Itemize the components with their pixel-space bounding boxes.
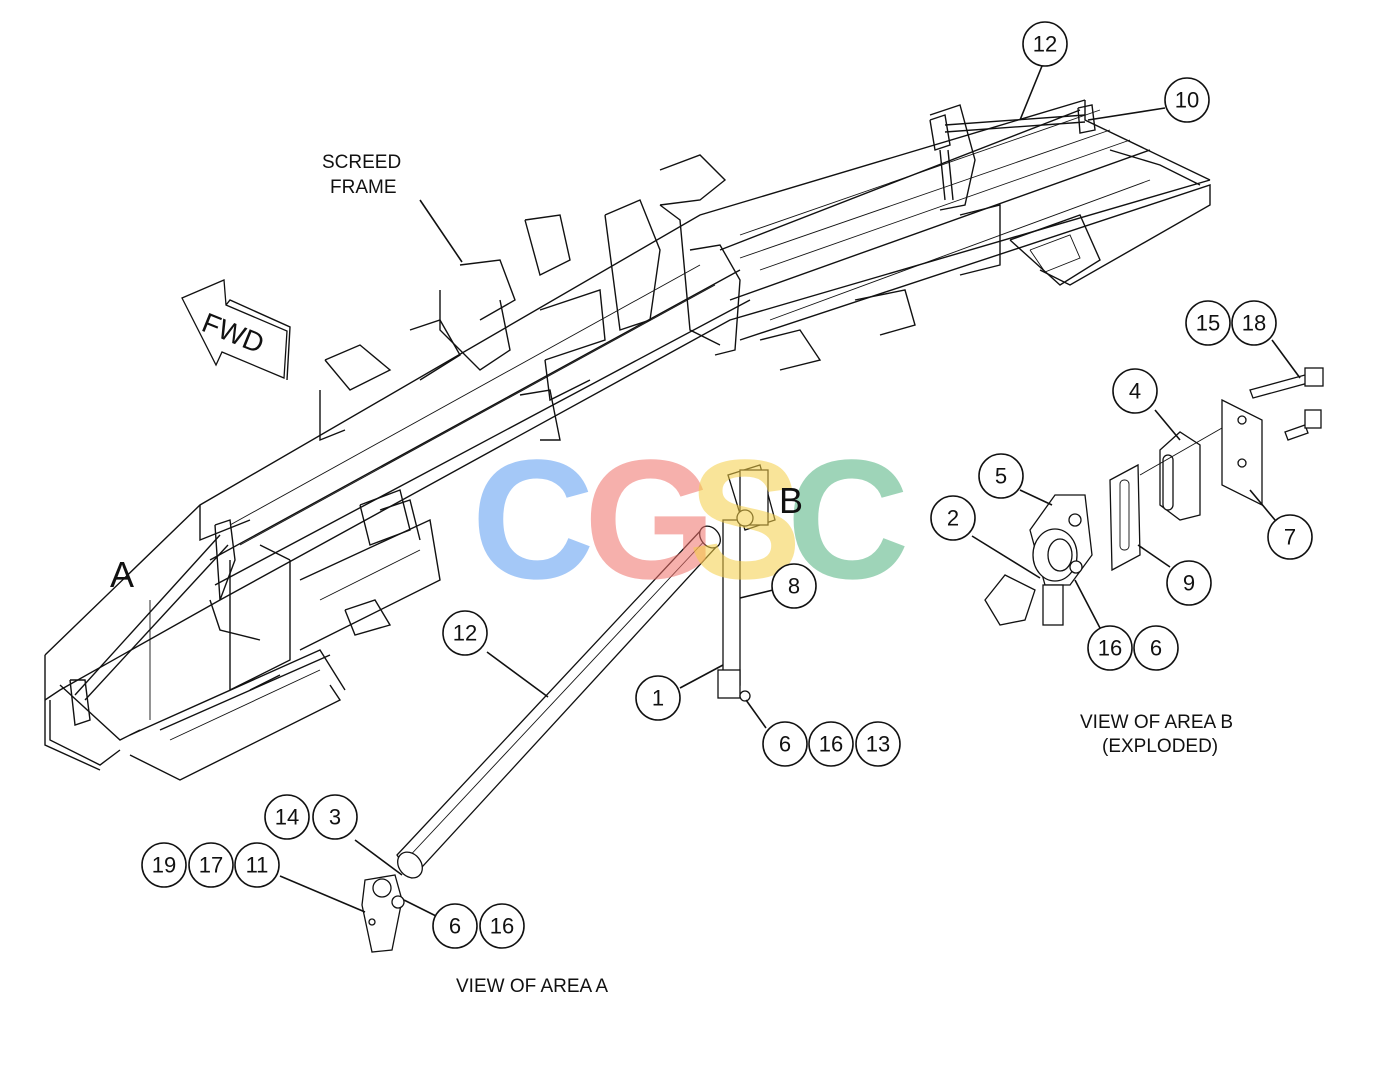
callout-13: 13 [855,721,901,767]
callout-12-mid: 12 [442,610,488,656]
callout-number: 11 [246,853,269,878]
callout-number: 13 [866,732,890,757]
callout-5: 5 [978,453,1024,499]
callout-number: 6 [779,732,791,757]
callout-number: 18 [1242,311,1266,336]
callout-4: 4 [1112,368,1158,414]
callout-6-a2: 6 [432,903,478,949]
callout-3: 3 [312,794,358,840]
callout-number: 1 [652,686,664,711]
callout-16-a2: 16 [479,903,525,949]
callout-number: 5 [995,464,1007,489]
callout-14: 14 [264,794,310,840]
callout-number: 16 [819,732,843,757]
callout-number: 12 [453,621,477,646]
callout-7: 7 [1267,514,1313,560]
callout-number: 8 [788,574,800,599]
callout-number: 12 [1033,32,1057,57]
watermark-letter-c1: C [472,425,595,615]
callout-15: 15 [1185,300,1231,346]
callout-18: 18 [1231,300,1277,346]
callout-17: 17 [188,842,234,888]
area-b-exploded [984,367,1324,626]
callout-number: 4 [1129,379,1141,404]
callout-8: 8 [771,563,817,609]
callout-12-top: 12 [1022,21,1068,67]
callout-2: 2 [930,495,976,541]
area-a-linkage [361,464,776,953]
leader-lines [279,65,1301,917]
callout-number: 15 [1196,311,1220,336]
callout-number: 2 [947,506,959,531]
callout-number: 10 [1175,88,1199,113]
callout-number: 6 [449,914,461,939]
callout-number: 7 [1284,525,1296,550]
callout-9: 9 [1166,560,1212,606]
callout-number: 9 [1183,571,1195,596]
callout-16-b: 16 [1087,625,1133,671]
view-area-b-caption-line1: VIEW OF AREA B [1080,712,1233,733]
area-a-marker: A [110,554,134,595]
view-area-b-caption-line2: (EXPLODED) [1102,736,1218,757]
callout-number: 14 [275,805,299,830]
watermark: C G S C [472,425,910,615]
screed-frame-label-line2: FRAME [330,177,397,198]
area-b-marker: B [779,480,803,521]
callout-number: 3 [329,805,341,830]
callout-number: 17 [199,853,223,878]
callout-6-a1: 6 [762,721,808,767]
callout-16-a1: 16 [808,721,854,767]
callout-11: 11 [234,842,280,888]
callout-number: 6 [1150,636,1162,661]
callout-number: 19 [152,853,176,878]
screed-frame-label-line1: SCREED [322,152,401,173]
callout-10: 10 [1164,77,1210,123]
fwd-arrow: FWD [181,279,291,381]
callout-1: 1 [635,675,681,721]
callout-number: 16 [1098,636,1122,661]
callout-6-b: 6 [1133,625,1179,671]
callout-number: 16 [490,914,514,939]
callout-19: 19 [141,842,187,888]
watermark-letter-g: G [584,425,716,615]
screed-frame-drawing [44,99,1211,781]
view-area-a-caption: VIEW OF AREA A [456,976,608,997]
